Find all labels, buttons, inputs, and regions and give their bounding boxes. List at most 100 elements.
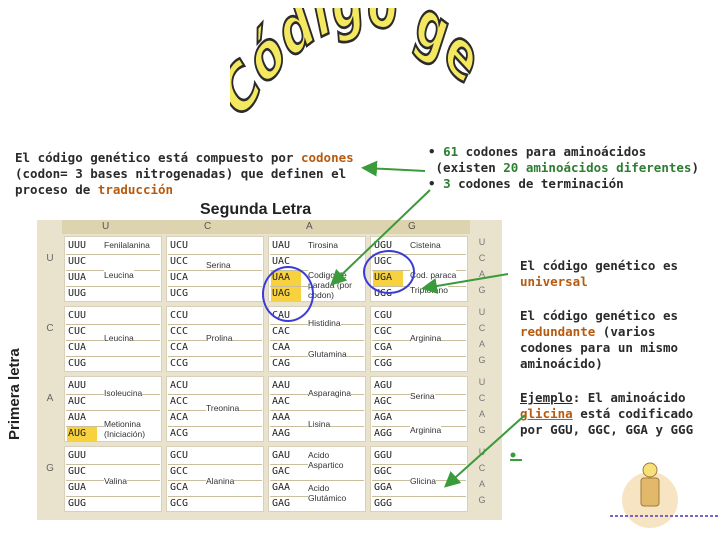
amino-acid-label: Codigo de parada (por codon): [308, 270, 364, 300]
note-example-glicina: glicina: [520, 406, 573, 421]
codon: GUA: [68, 482, 87, 493]
codon: UUG: [68, 288, 87, 299]
codon: CAC: [272, 326, 291, 337]
amino-acid-label: Glicina: [410, 475, 436, 486]
note-redundant-highlight: redundante: [520, 324, 596, 339]
codon: AGG: [374, 428, 393, 439]
codon: AGU: [374, 380, 393, 391]
third-letter-U: U: [478, 237, 486, 247]
bullet: •: [428, 176, 444, 191]
codon-divider: [372, 496, 466, 497]
amino-acid-label: Leucina: [104, 270, 134, 280]
note-universal: El código genético es universal: [520, 258, 710, 290]
note-redundant-text: El código genético es: [520, 308, 679, 323]
first-letter-A: A: [46, 393, 54, 404]
facts-text: • 61 codones para aminoácidos (existen 2…: [428, 144, 708, 192]
codon: UUU: [68, 240, 87, 251]
codon-divider: [168, 496, 262, 497]
third-letter-G: G: [478, 425, 486, 435]
codon: GGU: [374, 450, 393, 461]
codon-divider: [270, 480, 364, 481]
codon: AGC: [374, 396, 393, 407]
codon: CGA: [374, 342, 393, 353]
fact-aminoacids: aminoácidos diferentes: [525, 160, 692, 175]
codon: GUU: [68, 450, 87, 461]
codon: UCC: [170, 256, 189, 267]
first-letter-C: C: [46, 323, 54, 334]
codon: GUC: [68, 466, 87, 477]
codon: CAG: [272, 358, 291, 369]
amino-acid-label: Cod. paraca: [410, 270, 457, 280]
amino-acid-label: Valina: [104, 475, 127, 486]
codon-divider: [372, 464, 466, 465]
codon: CGC: [374, 326, 393, 337]
first-letter-U: U: [46, 253, 54, 264]
codon-divider: [66, 464, 160, 465]
note-redundant: El código genético es redundante (varios…: [520, 308, 710, 372]
amino-acid-label: Prolina: [206, 332, 233, 343]
codon: AAG: [272, 428, 291, 439]
amino-acid-label: Cisteina: [410, 240, 441, 250]
amino-acid-label: Lisina: [308, 419, 331, 429]
codon: ACA: [170, 412, 189, 423]
intro-text: El código genético está compuesto por co…: [15, 150, 365, 198]
codon: UCU: [170, 240, 189, 251]
second-letter-G: G: [408, 221, 416, 232]
intro-line3: proceso de: [15, 182, 98, 197]
codon: AAC: [272, 396, 291, 407]
fact-61: 61: [443, 144, 459, 159]
amino-acid-label: Isoleucina: [104, 387, 143, 398]
third-letter-A: A: [478, 409, 485, 419]
amino-acid-label: Serina: [410, 390, 435, 401]
third-letter-C: C: [478, 323, 486, 333]
codon: GAA: [272, 482, 291, 493]
codon-divider: [66, 254, 160, 255]
codon-divider: [168, 394, 262, 395]
note-example-label: Ejemplo: [520, 390, 573, 405]
intro-line1: El código genético está compuesto por: [15, 150, 301, 165]
stop-codon-highlight: [67, 427, 97, 442]
third-letter-C: C: [478, 253, 486, 263]
note-example-text1: : El aminoácido: [572, 390, 686, 405]
note-example-text2: está codificado por GGU, GGC, GGA y GGG: [520, 406, 694, 437]
codon-divider: [372, 356, 466, 357]
third-letter-A: A: [478, 339, 485, 349]
codon: GAC: [272, 466, 291, 477]
codon: UUC: [68, 256, 87, 267]
codon: GGA: [374, 482, 393, 493]
stop-codon-ring: [262, 266, 314, 322]
codon-divider: [168, 464, 262, 465]
codon: CCA: [170, 342, 189, 353]
codon: CGG: [374, 358, 393, 369]
codon-divider: [270, 410, 364, 411]
codon: CCU: [170, 310, 189, 321]
codon-divider: [270, 254, 364, 255]
amino-acid-label: Acido Glutámico: [308, 483, 364, 503]
codon: UCA: [170, 272, 189, 283]
intro-codones: codones: [300, 150, 354, 165]
codon-divider: [66, 286, 160, 287]
third-letter-A: A: [478, 269, 485, 279]
amino-acid-label: Fenilalanina: [104, 240, 150, 250]
fact-line1: codones para aminoácidos: [458, 144, 647, 159]
third-letter-G: G: [478, 355, 486, 365]
note-example: Ejemplo: El aminoácido glicina está codi…: [520, 390, 710, 438]
codon: AUA: [68, 412, 87, 423]
codon-cell: [268, 376, 366, 442]
arrow-intro: [361, 160, 426, 177]
codon-divider: [168, 426, 262, 427]
amino-acid-label: Alanina: [206, 475, 235, 486]
codon: GUG: [68, 498, 87, 509]
codon-divider: [66, 496, 160, 497]
trna-illustration-icon: [510, 452, 718, 528]
bullet: •: [428, 144, 444, 159]
amino-acid-label: Glutamina: [308, 349, 347, 359]
fact-line2-prefix: (existen: [435, 160, 504, 175]
codon-divider: [66, 356, 160, 357]
first-letter-label: Primera letra: [6, 348, 23, 440]
codon-divider: [270, 340, 364, 341]
codon: CUC: [68, 326, 87, 337]
codon: UCG: [170, 288, 189, 299]
third-letter-U: U: [478, 377, 486, 387]
